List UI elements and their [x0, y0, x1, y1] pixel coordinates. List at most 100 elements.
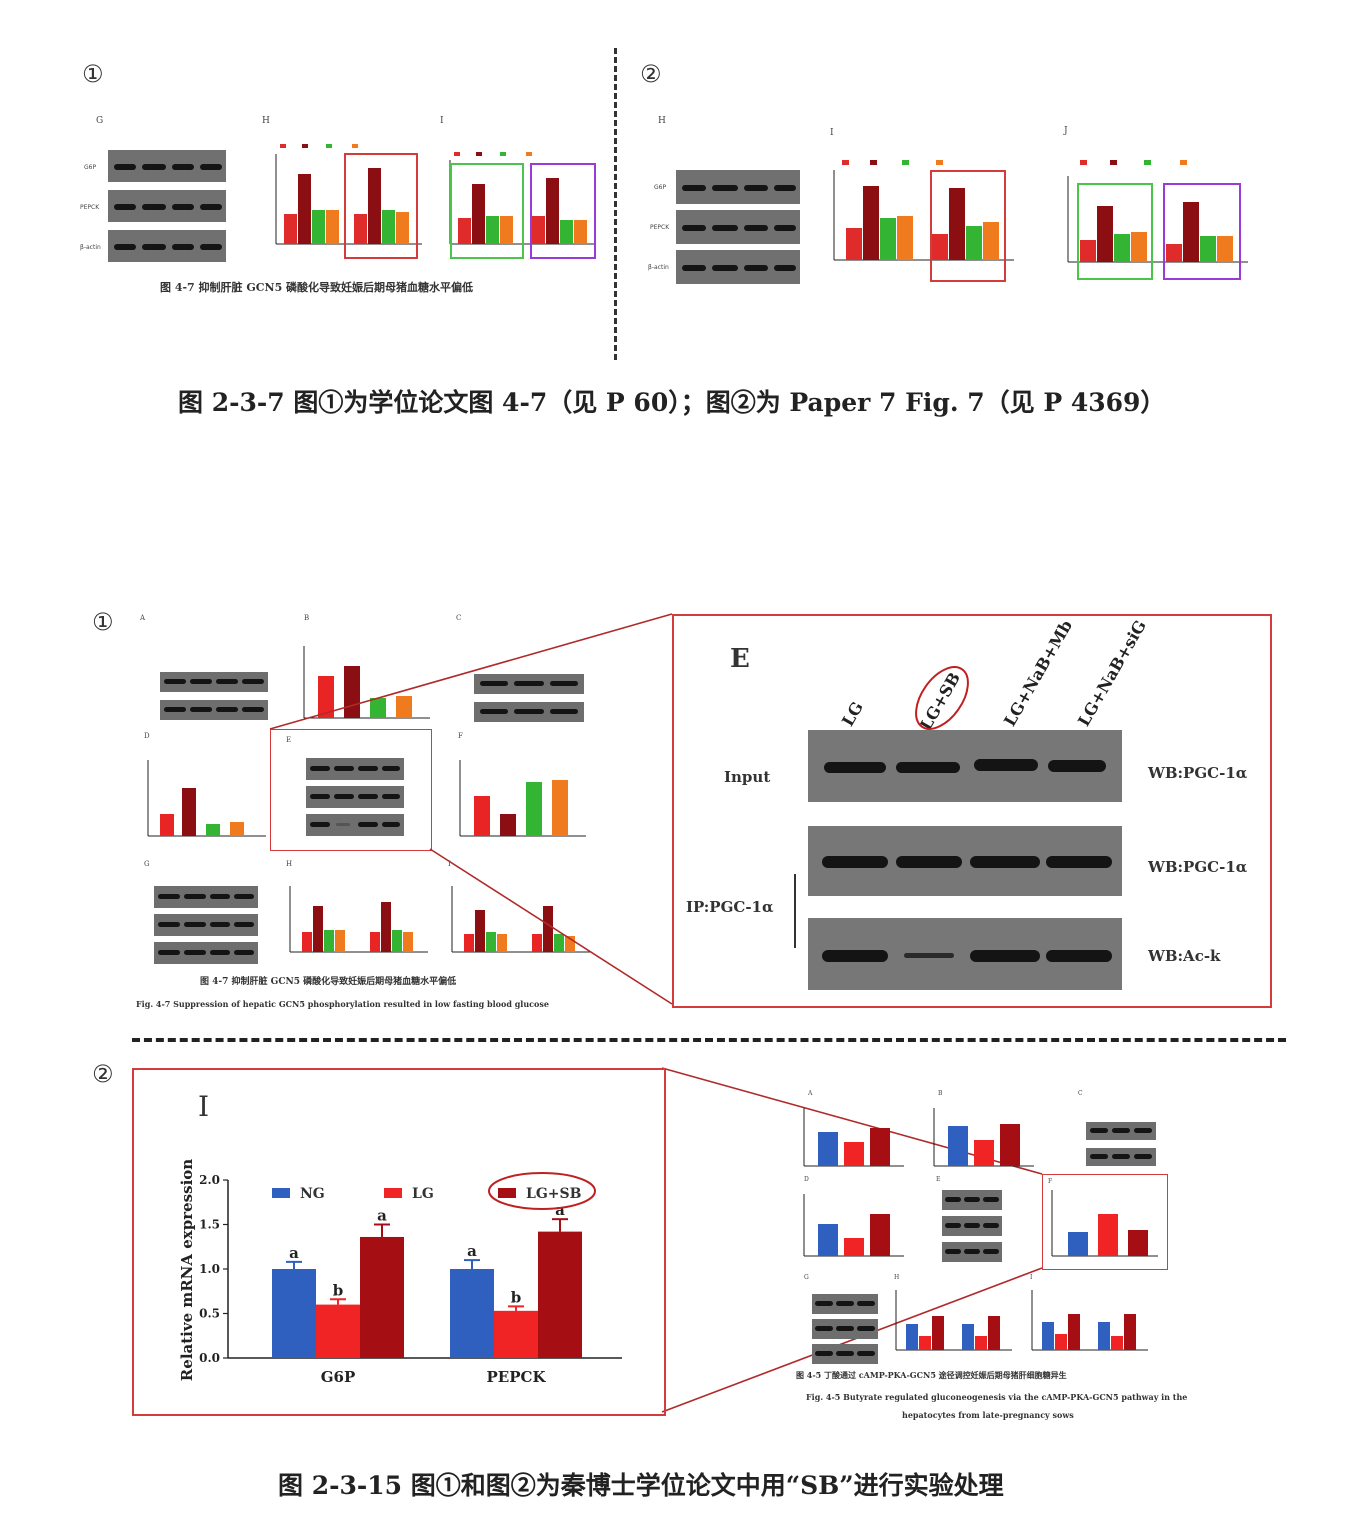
b1-panel-e: E: [286, 736, 292, 744]
b2-panel-letter: I: [198, 1090, 210, 1123]
b2-thumb-panel-g: G: [804, 1274, 809, 1281]
b2-main-bar-chart: Relative mRNA expression 0.0 0.5 1.0 1.5 2.0…: [178, 1159, 622, 1386]
right-blot-label-g6p: G6P: [654, 184, 667, 191]
top-left-bar-chart-h: [275, 144, 422, 245]
top-left-western-blot: [108, 150, 226, 264]
b2-thumb-panel-a: A: [808, 1090, 813, 1097]
chart-legend-label: LG+SB: [526, 1186, 582, 1202]
chart-ylabel: Relative mRNA expression: [178, 1159, 196, 1381]
b2-thumb-chart-f: [1051, 1190, 1158, 1257]
top-right-bar-chart-i: [833, 160, 1014, 261]
b1-blot-e: [306, 758, 404, 838]
b1-blot-g: [154, 886, 258, 966]
chart-legend-swatch: [272, 1188, 290, 1198]
zoom-row3-right-label: WB:Ac-k: [1148, 947, 1221, 965]
b2-thumb-panel-i: I: [1030, 1274, 1033, 1281]
zoom-panel-letter: E: [730, 644, 750, 674]
chart-legend-label: LG: [412, 1186, 434, 1202]
top-left-highlight-purple: [530, 163, 596, 259]
top-left-marker: ①: [82, 60, 104, 88]
top-right-panel-h: H: [658, 116, 666, 126]
b1-panel-c: C: [456, 614, 462, 622]
chart-legend-highlight: [488, 1172, 596, 1210]
chart-x-tick-label: PEPCK: [487, 1368, 547, 1386]
b2-thumb-chart-d: [803, 1194, 904, 1257]
b1-panel-d: D: [144, 732, 150, 740]
top-left-figure-caption: 图 4-7 抑制肝脏 GCN5 磷酸化导致妊娠后期母猪血糖水平偏低: [160, 281, 474, 294]
b1-zoom-panel: [672, 614, 1272, 1008]
right-blot-label-pepck: PEPCK: [650, 224, 670, 231]
b2-thumb-chart-a: [803, 1108, 904, 1167]
top-right-marker: ②: [640, 60, 662, 88]
zoom-blot-ack: [808, 918, 1122, 990]
chart-y-tick-label: 1.5: [199, 1218, 220, 1232]
b1-blot-a: [160, 672, 268, 722]
b1-figure-caption-cn: 图 4-7 抑制肝脏 GCN5 磷酸化导致妊娠后期母猪血糖水平偏低: [200, 977, 457, 987]
b1-panel-b: B: [304, 614, 310, 622]
top-right-panel-j: J: [1064, 126, 1068, 136]
b1-chart-d: [147, 760, 266, 837]
b2-figure-caption-en-1: Fig. 4-5 Butyrate regulated gluconeogene…: [806, 1392, 1188, 1402]
b2-thumb-blot-e: [942, 1190, 1002, 1262]
chart-y-tick-label: 1.0: [199, 1262, 220, 1276]
chart-significance-letter: b: [511, 1288, 522, 1306]
zoom-blot-pgc1a: [808, 826, 1122, 896]
chart-significance-letter: b: [333, 1281, 344, 1299]
chart-legend-swatch: [384, 1188, 402, 1198]
chart-significance-letter: a: [289, 1244, 299, 1262]
top-left-panel-g: G: [96, 116, 104, 126]
b1-chart-f: [459, 760, 586, 837]
zoom-row2-right-label: WB:PGC-1α: [1148, 858, 1248, 876]
chart-bar: [360, 1236, 404, 1358]
zoom-row-input-label: Input: [724, 768, 771, 786]
right-blot-label-actin: β-actin: [648, 264, 669, 271]
chart-bar: [538, 1231, 582, 1358]
top-right-panel-i: I: [830, 128, 834, 138]
chart-y-tick-label: 0.0: [199, 1351, 220, 1365]
b2-figure-caption-cn: 图 4-5 丁酸通过 cAMP-PKA-GCN5 途径调控妊娠后期母猪肝细胞糖异…: [796, 1370, 1067, 1380]
b2-thumb-chart-b: [933, 1108, 1034, 1167]
blot-label-pepck: PEPCK: [80, 204, 100, 211]
top-left-panel-h: H: [262, 116, 270, 126]
top-right-highlight-red: [930, 170, 1006, 282]
top-left-bar-chart-i: [449, 152, 596, 245]
b2-thumb-chart-i: [1031, 1290, 1148, 1351]
top-right-western-blot: [676, 170, 800, 284]
b2-thumb-panel-d: D: [804, 1176, 809, 1183]
chart-y-tick-label: 2.0: [199, 1173, 220, 1187]
chart-significance-letter: a: [467, 1242, 477, 1260]
chart-significance-letter: a: [555, 1201, 565, 1219]
b2-thumb-blot-g: [812, 1294, 878, 1364]
top-right-highlight-green: [1077, 183, 1153, 280]
chart-legend-label: NG: [300, 1186, 325, 1202]
zoom-lane-lg-sb-circle: [915, 666, 969, 730]
top-right-bar-chart-j: [1067, 160, 1248, 263]
chart-bar: [450, 1269, 494, 1358]
chart-bar: [272, 1269, 316, 1358]
chart-significance-letter: a: [377, 1207, 387, 1225]
b2-thumb-chart-h: [895, 1290, 1012, 1351]
bottom-main-caption: 图 2-3-15 图①和图②为秦博士学位论文中用“SB”进行实验处理: [278, 1471, 1004, 1500]
vertical-divider: [614, 48, 617, 360]
b2-figure-caption-en-2: hepatocytes from late-pregnancy sows: [902, 1410, 1074, 1420]
b2-thumbnail-figure: A B C D E F G H I: [790, 1090, 1180, 1390]
b2-thumb-panel-f: F: [1048, 1178, 1053, 1185]
zoom-ip-bracket: [794, 874, 796, 948]
chart-bar: [494, 1310, 538, 1358]
top-right-highlight-purple: [1163, 183, 1241, 280]
b1-chart-i: [451, 886, 590, 953]
top-left-highlight-red: [344, 153, 418, 259]
chart-y-tick-label: 0.5: [199, 1307, 220, 1321]
b2-thumb-panel-b: B: [938, 1090, 943, 1097]
top-main-caption: 图 2-3-7 图①为学位论文图 4-7（见 P 60）；图②为 Paper 7…: [178, 388, 1166, 417]
bottom2-marker: ②: [92, 1060, 114, 1088]
b1-blot-c: [474, 674, 584, 722]
chart-bar: [316, 1304, 360, 1358]
b1-figure-caption-en: Fig. 4-7 Suppression of hepatic GCN5 pho…: [136, 999, 549, 1009]
b2-thumb-panel-c: C: [1078, 1090, 1083, 1097]
blot-label-g6p: G6P: [84, 164, 97, 171]
top-left-highlight-green: [450, 163, 524, 259]
b1-chart-h: [289, 886, 428, 953]
horizontal-divider: [132, 1038, 1286, 1042]
zoom-row1-right-label: WB:PGC-1α: [1148, 764, 1248, 782]
